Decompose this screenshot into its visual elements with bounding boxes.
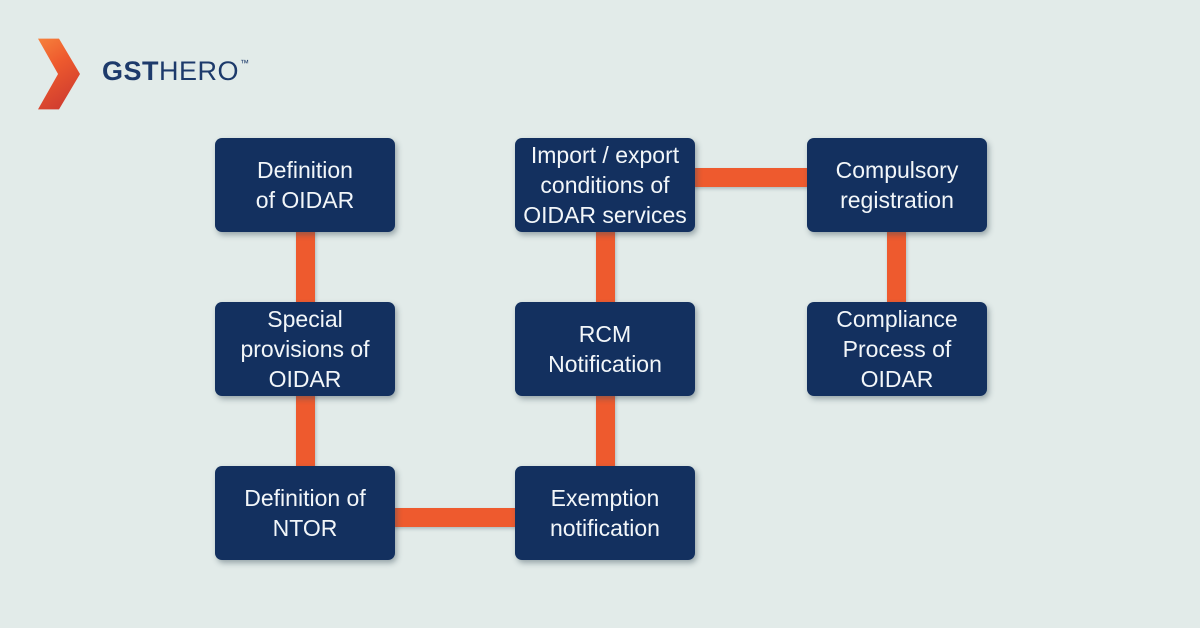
brand-chevron-icon bbox=[38, 38, 80, 110]
connector-rcm-to-import-export bbox=[596, 226, 615, 310]
node-compliance-process-oidar: Compliance Process of OIDAR bbox=[807, 302, 987, 396]
connector-special-provisions-to-definition-ntor bbox=[296, 390, 315, 474]
node-exemption-notification: Exemption notification bbox=[515, 466, 695, 560]
node-definition-of-ntor: Definition of NTOR bbox=[215, 466, 395, 560]
connector-compulsory-registration-to-compliance-process bbox=[887, 226, 906, 310]
brand-wordmark-rest: HERO bbox=[159, 55, 240, 86]
node-definition-of-oidar: Definition of OIDAR bbox=[215, 138, 395, 232]
connector-import-export-to-compulsory-registration bbox=[690, 168, 812, 187]
brand-wordmark-bold: GST bbox=[102, 55, 160, 86]
node-special-provisions-oidar: Special provisions of OIDAR bbox=[215, 302, 395, 396]
node-compulsory-registration: Compulsory registration bbox=[807, 138, 987, 232]
node-rcm-notification: RCM Notification bbox=[515, 302, 695, 396]
connector-definition-oidar-to-special-provisions bbox=[296, 226, 315, 310]
connector-definition-ntor-to-exemption bbox=[388, 508, 520, 527]
node-import-export-conditions: Import / export conditions of OIDAR serv… bbox=[515, 138, 695, 232]
trademark-symbol: ™ bbox=[240, 57, 250, 68]
connector-exemption-to-rcm bbox=[596, 390, 615, 474]
